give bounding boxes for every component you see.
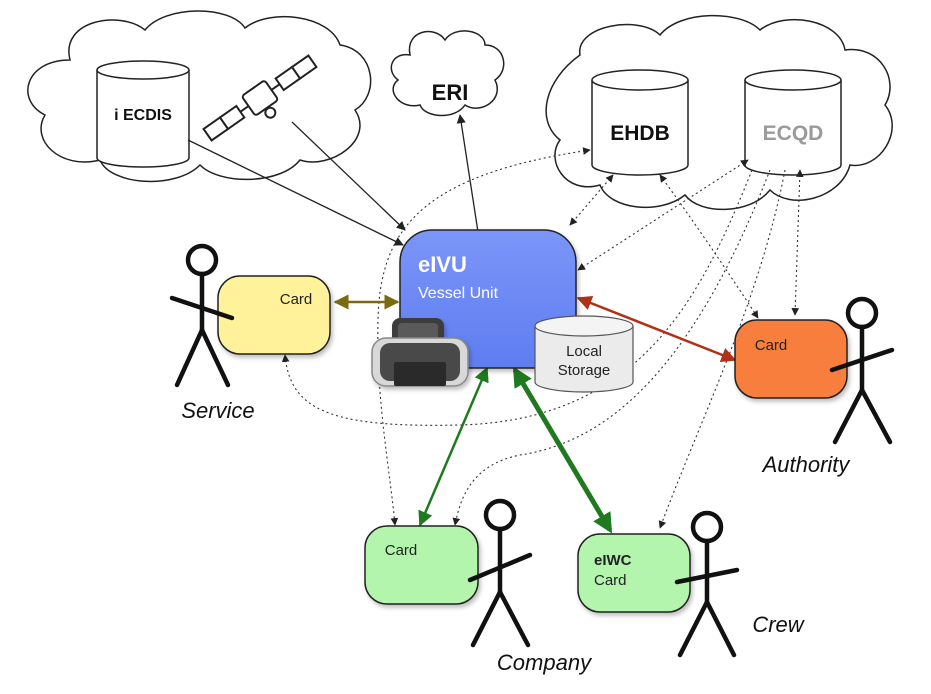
crew-label: Crew [752, 612, 805, 637]
crew-card-line2: Card [594, 572, 627, 589]
authority-label: Authority [761, 452, 852, 477]
arrow-vessel-company [418, 366, 489, 527]
arrow-satellite-to-vessel [291, 121, 406, 231]
service-stick-figure-icon [169, 243, 235, 388]
local-storage-icon: Local Storage [534, 315, 634, 393]
ehdb-database-icon: EHDB [591, 69, 689, 176]
ecqd-database-icon: ECQD [744, 69, 842, 176]
company-stick-figure-icon [467, 498, 533, 648]
ecqd-label: ECQD [763, 122, 824, 145]
crew-card-line1: eIWC [594, 552, 632, 569]
service-card-label: Card [280, 291, 313, 308]
local-storage-line1: Local [566, 343, 602, 360]
arrow-vessel-crew [512, 366, 613, 534]
ecdis-database-icon: i ECDIS [96, 60, 190, 168]
crew-card[interactable] [577, 533, 691, 613]
service-label: Service [181, 398, 254, 423]
arrow-vessel-authority [576, 295, 737, 363]
dotted-ecqd-to-authority [791, 169, 804, 316]
authority-stick-figure-icon [829, 296, 895, 445]
eri-label: ERI [432, 80, 469, 105]
vessel-unit-title: eIVU [418, 252, 467, 277]
ehdb-label: EHDB [610, 122, 670, 145]
printer-icon [371, 318, 469, 387]
cloud-left [27, 10, 372, 183]
dotted-ecqd-to-service [281, 169, 753, 426]
vessel-unit-subtitle: Vessel Unit [418, 285, 499, 302]
arrow-ecdis-to-vessel [187, 139, 404, 246]
arrow-vessel-to-eri [456, 114, 479, 233]
service-card[interactable] [217, 275, 331, 355]
authority-card-label: Card [755, 337, 788, 354]
crew-stick-figure-icon [674, 510, 740, 658]
satellite-icon [202, 54, 318, 142]
local-storage-line2: Storage [558, 362, 611, 379]
ecdis-label: i ECDIS [114, 107, 172, 124]
company-label: Company [497, 650, 593, 675]
solid-connections [187, 114, 479, 246]
company-card-label: Card [385, 542, 418, 559]
authority-card[interactable] [734, 319, 848, 399]
company-card[interactable] [364, 525, 479, 605]
cloud-center [390, 30, 505, 117]
